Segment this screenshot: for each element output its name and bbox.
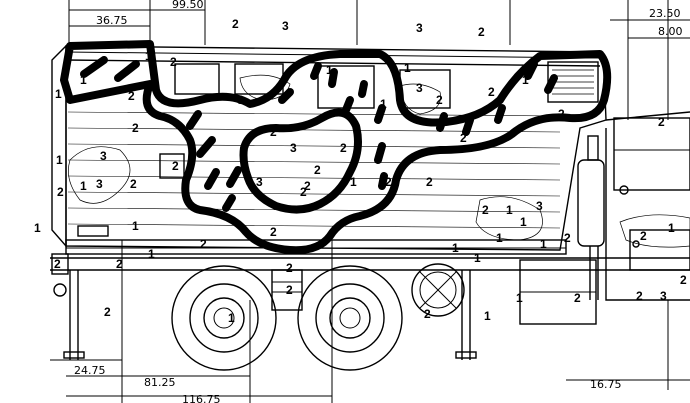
- zone-label: 2: [478, 25, 485, 39]
- zone-label: 3: [282, 19, 289, 33]
- zone-label: 2: [132, 121, 139, 135]
- zone-label: 1: [145, 49, 152, 63]
- zone-label: 3: [290, 141, 297, 155]
- zone-label: 1: [496, 231, 503, 245]
- zone-label: 1: [668, 221, 675, 235]
- zone-label: 2: [54, 257, 61, 271]
- zone-label: 2: [436, 93, 443, 107]
- zone-label: 2: [640, 229, 647, 243]
- rear-wheel-1: [171, 265, 277, 371]
- dim-bottom-116-75: 116.75: [182, 393, 221, 403]
- zone-label: 1: [228, 311, 235, 325]
- zone-label: 1: [350, 175, 357, 189]
- top-dimension-lines: [68, 0, 690, 120]
- zone-label: 2: [232, 17, 239, 31]
- exhaust-muffler: [577, 135, 605, 300]
- zone-label: 3: [536, 199, 543, 213]
- zone-label: 1: [326, 63, 333, 77]
- zone-label: 3: [416, 81, 423, 95]
- zone-label: 2: [130, 177, 137, 191]
- zone-label: 3: [416, 21, 423, 35]
- zone-label: 1: [132, 219, 139, 233]
- step-plate: [77, 225, 109, 237]
- side-hatch: [159, 153, 185, 179]
- zone-label: 1: [380, 97, 387, 111]
- zone-label: 2: [680, 273, 687, 287]
- zone-label: 1: [522, 73, 529, 87]
- zone-label: 1: [80, 179, 87, 193]
- zone-label: 3: [256, 175, 263, 189]
- zone-label: 2: [488, 85, 495, 99]
- zone-label: 2: [636, 289, 643, 303]
- zone-label: 2: [286, 283, 293, 297]
- rear-wheel-2: [297, 265, 403, 371]
- dim-bottom-24-75: 24.75: [74, 364, 106, 377]
- zone-label: 2: [460, 131, 467, 145]
- zone-label: 2: [426, 175, 433, 189]
- zone-label: 2: [270, 225, 277, 239]
- zone-label: 3: [660, 289, 667, 303]
- zone-label: 2: [564, 231, 571, 245]
- zone-label: 1: [520, 215, 527, 229]
- zone-label: 2: [57, 185, 64, 199]
- zone-label: 2: [172, 159, 179, 173]
- camouflage-black-band: [60, 40, 612, 255]
- zone-label: 2: [116, 257, 123, 271]
- zone-label: 2: [558, 107, 565, 121]
- zone-label: 2: [574, 291, 581, 305]
- dim-top-36-75: 36.75: [96, 14, 128, 27]
- zone-label: 1: [80, 73, 87, 87]
- bottom-dimension-lines: [50, 240, 690, 403]
- zone-label: 2: [200, 237, 207, 251]
- cab: [605, 111, 690, 301]
- zone-label: 3: [237, 93, 244, 107]
- zone-label: 2: [424, 307, 431, 321]
- spring-hanger: [271, 269, 303, 311]
- zone-label: 1: [56, 153, 63, 167]
- zone-label: 2: [300, 185, 307, 199]
- zone-label: 1: [474, 251, 481, 265]
- dim-top-23-50: 23.50: [649, 7, 681, 20]
- zone-label: 2: [304, 179, 311, 193]
- dim-bottom-81-25: 81.25: [144, 376, 176, 389]
- zone-label: 2: [170, 55, 177, 69]
- zone-label: 1: [452, 241, 459, 255]
- spare-wheel: [411, 263, 465, 317]
- zone-label: 2: [286, 261, 293, 275]
- zone-label: 2: [340, 141, 347, 155]
- zone-label: 1: [148, 247, 155, 261]
- zone-label: 1: [34, 221, 41, 235]
- zone-label: 3: [100, 149, 107, 163]
- dim-top-99-50: 99.50: [172, 0, 204, 11]
- zone-label: 2: [128, 89, 135, 103]
- zone-label: 2: [104, 305, 111, 319]
- dim-bottom-16-75: 16.75: [590, 378, 622, 391]
- zone-label: 2: [314, 163, 321, 177]
- dim-top-8-00: 8.00: [658, 25, 683, 38]
- zone-label: 1: [55, 87, 62, 101]
- window-1: [174, 63, 220, 95]
- zone-label: 1: [506, 203, 513, 217]
- zone-label: 2: [270, 125, 277, 139]
- zone-label: 3: [96, 177, 103, 191]
- zone-label: 1: [484, 309, 491, 323]
- zone-label: 1: [404, 61, 411, 75]
- zone-label: 2: [658, 115, 665, 129]
- zone-label: 2: [385, 175, 392, 189]
- zone-label: 1: [516, 291, 523, 305]
- zone-label: 1: [540, 237, 547, 251]
- zone-label: 2: [482, 203, 489, 217]
